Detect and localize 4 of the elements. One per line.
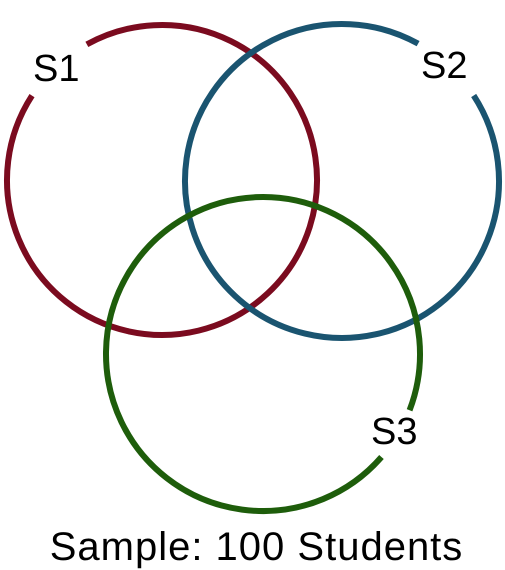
caption: Sample: 100 Students [48, 527, 464, 567]
set-label: S3 [371, 413, 418, 451]
set-label: S1 [33, 50, 80, 88]
set-label: S2 [421, 47, 468, 85]
